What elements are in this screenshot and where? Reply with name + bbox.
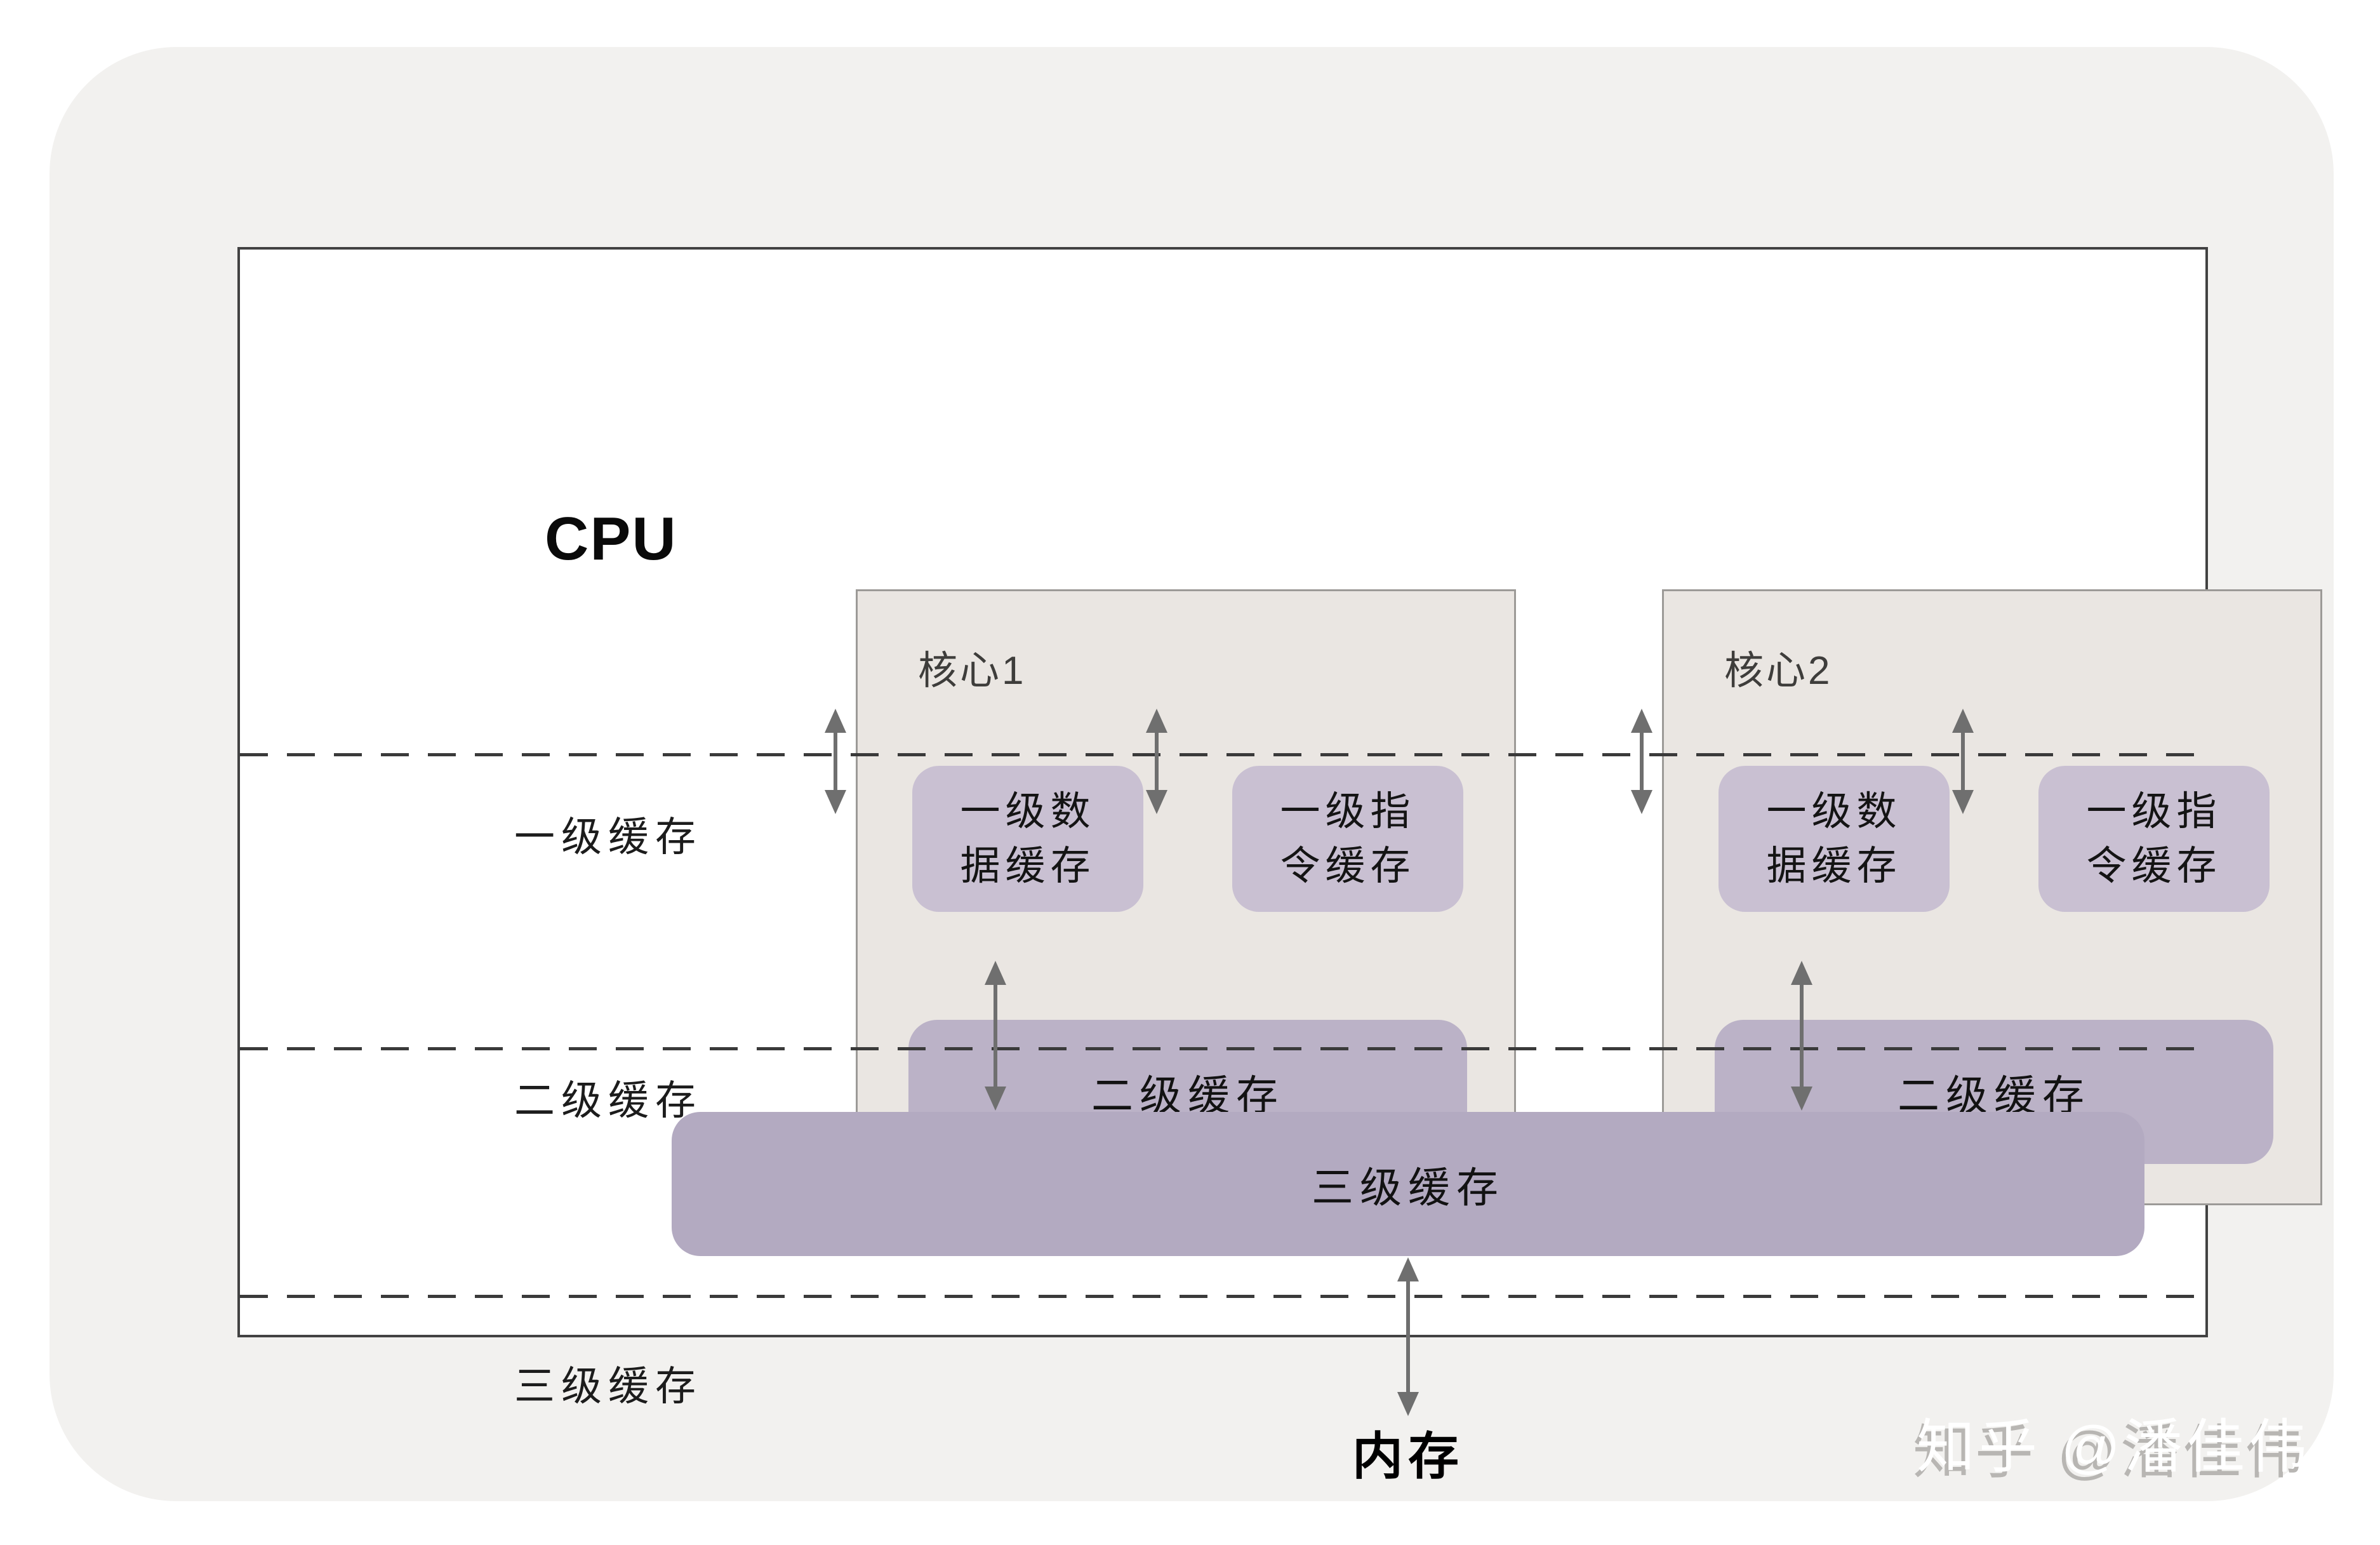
row-label-l3-cache: 三级缓存 — [514, 1363, 702, 1409]
core-1-l1-data-cache-label-line1: 一级数 — [960, 789, 1096, 834]
arrow-stem — [994, 977, 997, 1094]
arrow-head-down — [1631, 790, 1652, 814]
core-1-l1-instruction-cache-label-line1: 一级指 — [1280, 789, 1416, 834]
arrow-stem — [1155, 725, 1159, 798]
core-1-l1-data-cache-box: 一级数 据缓存 — [912, 766, 1143, 912]
arrow-core1-l1data-l2-icon — [824, 709, 847, 814]
diagram-card: CPU 一级缓存 二级缓存 三级缓存 核心1 一级数 据缓存 一级指 令缓存 二… — [50, 47, 2334, 1501]
arrow-stem — [1800, 977, 1804, 1094]
arrow-head-down — [985, 1087, 1006, 1111]
row-label-l1-cache: 一级缓存 — [514, 814, 702, 860]
arrow-head-down — [825, 790, 846, 814]
core-1-l1-instruction-cache-label-line2: 令缓存 — [1280, 844, 1416, 888]
arrow-head-down — [1146, 790, 1167, 814]
core-2-title: 核心2 — [1724, 649, 1833, 693]
core-1-title: 核心1 — [918, 649, 1027, 693]
core-1-l1-data-cache-label-line2: 据缓存 — [960, 844, 1096, 888]
watermark: 知乎 @潘佳伟 — [1917, 1415, 2311, 1480]
arrow-head-down — [1397, 1392, 1419, 1416]
core-1-l2-cache-label: 二级缓存 — [1091, 1071, 1284, 1119]
core-2-l1-instruction-cache-label-line2: 令缓存 — [2086, 844, 2222, 888]
core-2-l1-data-cache-label-line2: 据缓存 — [1766, 844, 1902, 888]
core-1-box: 核心1 一级数 据缓存 一级指 令缓存 二级缓存 — [856, 589, 1516, 1205]
core-2-l1-instruction-cache-label-line1: 一级指 — [2086, 789, 2222, 834]
arrow-core2-l2-l3-icon — [1790, 961, 1813, 1111]
dashed-divider-l1-l2 — [240, 753, 2208, 756]
core-2-l1-data-cache-label-line1: 一级数 — [1766, 789, 1902, 834]
dashed-divider-l3-bottom — [240, 1295, 2208, 1298]
cpu-title: CPU — [545, 505, 677, 573]
arrow-core2-l1inst-l2-icon — [1951, 709, 1974, 814]
cpu-box: CPU 一级缓存 二级缓存 三级缓存 核心1 一级数 据缓存 一级指 令缓存 二… — [237, 247, 2322, 1409]
core-2-box: 核心2 一级数 据缓存 一级指 令缓存 二级缓存 — [1662, 589, 2322, 1205]
dashed-divider-l2-l3 — [240, 1047, 2208, 1050]
arrow-head-down — [1791, 1087, 1812, 1111]
core-2-l1-instruction-cache-box: 一级指 令缓存 — [2038, 766, 2270, 912]
arrow-stem — [1406, 1274, 1410, 1400]
memory-label: 内存 — [1352, 1428, 1464, 1485]
arrow-stem — [1640, 725, 1644, 798]
l3-cache-label: 三级缓存 — [1312, 1163, 1505, 1211]
core-1-l1-instruction-cache-box: 一级指 令缓存 — [1232, 766, 1463, 912]
arrow-core2-l1data-l2-icon — [1630, 709, 1653, 814]
arrow-head-down — [1952, 790, 1974, 814]
arrow-stem — [1961, 725, 1965, 798]
l3-cache-box: 三级缓存 — [672, 1112, 2144, 1256]
arrow-core1-l1inst-l2-icon — [1145, 709, 1168, 814]
core-2-l1-data-cache-box: 一级数 据缓存 — [1719, 766, 1950, 912]
arrow-core1-l2-l3-icon — [984, 961, 1007, 1111]
core-2-l2-cache-label: 二级缓存 — [1898, 1071, 2091, 1119]
row-label-l2-cache: 二级缓存 — [514, 1078, 702, 1123]
arrow-l3-memory-icon — [1397, 1257, 1419, 1416]
arrow-stem — [834, 725, 837, 798]
